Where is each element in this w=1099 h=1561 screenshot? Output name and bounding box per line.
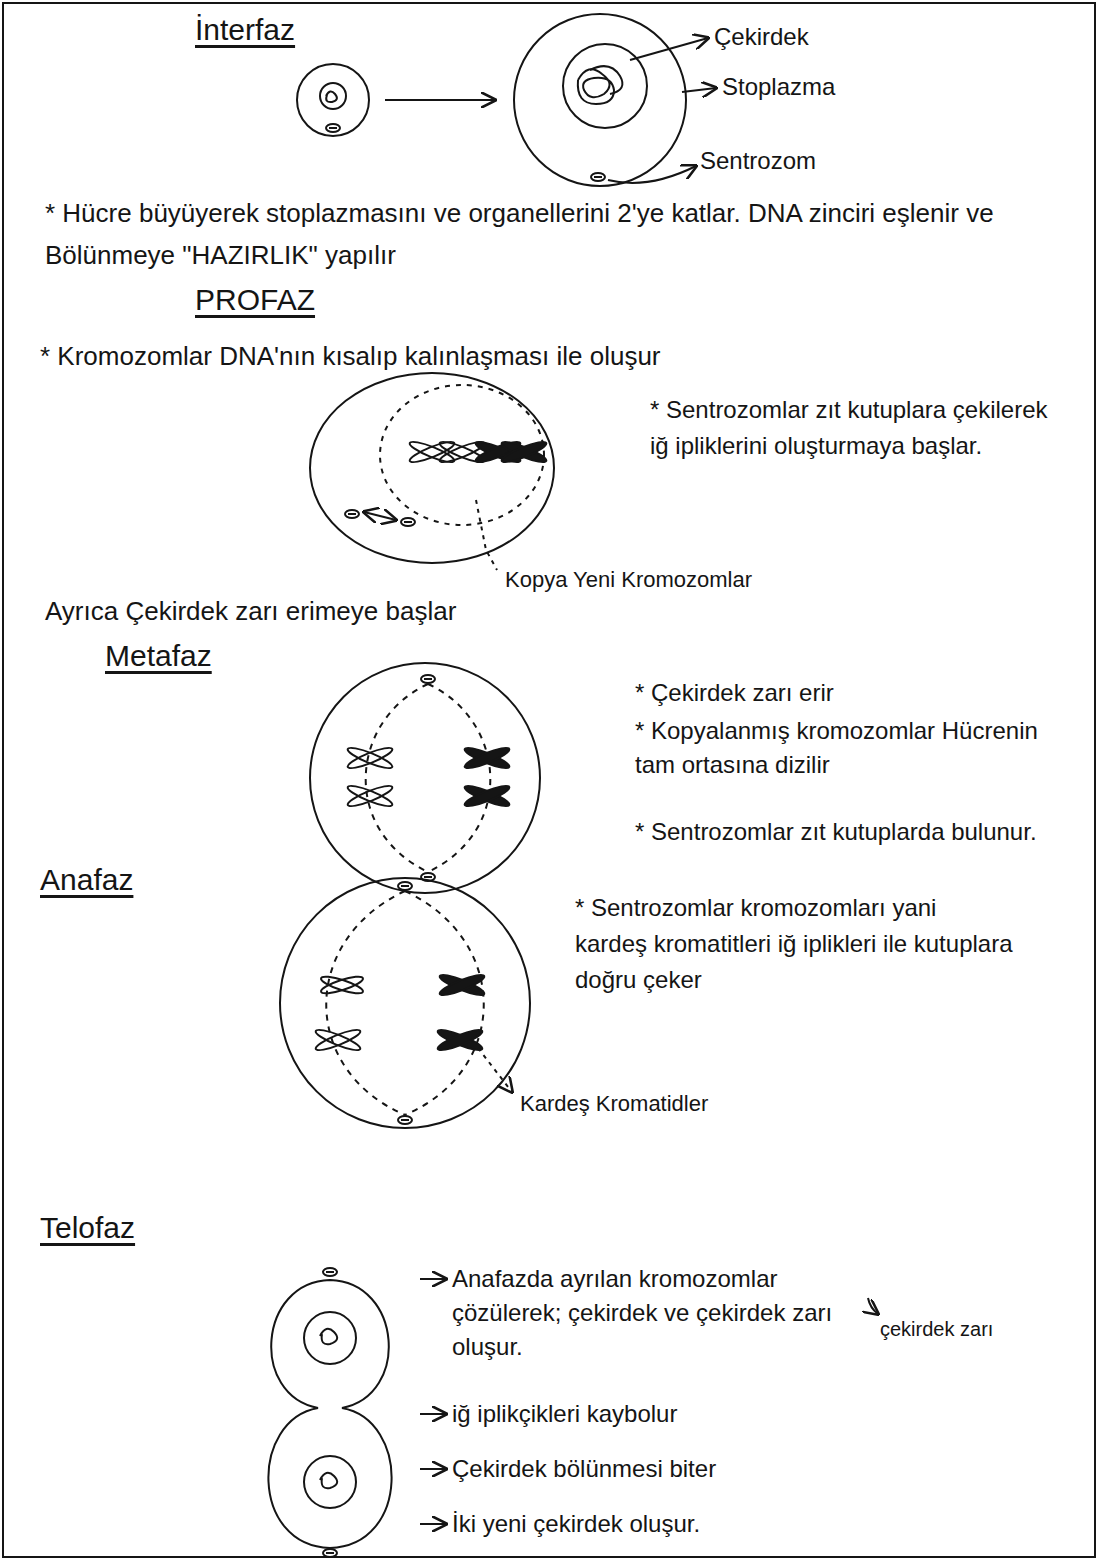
drawing-line [420,1523,446,1525]
drawing-use [591,173,605,181]
note-text: * Çekirdek zarı erir [635,676,834,710]
phase-heading: PROFAZ [195,280,315,320]
drawing-path [428,684,490,872]
note-text: * Hücre büyüyerek stoplazmasını ve organ… [45,192,1075,276]
drawing-use [438,971,486,998]
drawing-use [398,1116,412,1124]
drawing-circle [304,1456,356,1508]
note-text: * Sentrozomlar zıt kutuplarda bulunur. [635,815,1037,849]
drawing-use [398,882,412,890]
drawing-line [420,1468,446,1470]
drawing-line [630,38,708,60]
drawing-path [326,91,337,102]
part-label: çekirdek zarı [880,1316,993,1342]
note-text: Anafazda ayrılan kromozomlar çözülerek; … [452,1262,862,1364]
drawing-circle [320,83,346,109]
drawing-use [326,124,340,132]
drawing-path [405,891,484,1115]
part-label: Kardeş Kromatidler [520,1090,708,1118]
drawing-path [320,1329,337,1344]
drawing-path [608,166,696,183]
part-label: Sentrozom [700,146,816,176]
metaphase-cell [310,663,540,893]
drawing-use [323,1268,337,1276]
note-text: Çekirdek bölünmesi biter [452,1452,716,1486]
prophase-cell [310,373,554,570]
drawing-use [401,518,415,526]
drawing-circle [310,663,540,893]
note-text: * Sentrozomlar zıt kutuplara çekilerek i… [650,392,1050,464]
drawing-line [682,88,716,92]
note-text: İki yeni çekirdek oluşur. [452,1507,700,1541]
page-frame [3,3,1095,1557]
drawing-use [436,1026,484,1053]
drawing-path [590,66,622,94]
note-text: iğ iplikçikleri kaybolur [452,1397,677,1431]
drawing-circle [514,14,686,186]
drawing-circle [280,878,530,1128]
drawing-use [314,1026,362,1053]
phase-heading: Telofaz [40,1208,135,1248]
part-label: Kopya Yeni Kromozomlar [505,566,752,594]
drawing-line [364,512,396,520]
note-text: Ayrıca Çekirdek zarı erimeye başlar [45,594,456,628]
drawing-line [420,1413,446,1415]
drawing-use [463,744,511,771]
phase-heading: İnterfaz [195,10,295,50]
drawing-use [345,510,359,518]
anaphase-cell [280,878,530,1128]
note-text: * Kromozomlar DNA'nın kısalıp kalınlaşma… [40,338,661,374]
drawing-path [578,69,614,104]
drawing-path [366,684,428,872]
part-label: Stoplazma [722,72,835,102]
drawing-use [500,438,548,465]
phase-heading: Anafaz [40,860,133,900]
phase-heading: Metafaz [105,636,212,676]
note-text: * Kopyalanmış kromozomlar Hücrenin tam o… [635,714,1055,782]
drawing-path [268,1280,391,1548]
drawing-path [868,1298,878,1314]
drawing-circle [297,64,369,136]
drawing-path [320,1473,337,1488]
drawing-use [346,782,394,809]
drawing-line [420,1278,446,1280]
drawing-ellipse [310,373,554,563]
drawing-use [346,744,394,771]
drawing-use [421,675,435,683]
part-label: Çekirdek [714,22,809,52]
drawing-circle [563,44,647,128]
note-text: * Sentrozomlar kromozomları yani kardeş … [575,890,1015,998]
drawing-use [320,973,365,996]
drawing-circle [304,1312,356,1364]
drawing-use [463,782,511,809]
drawing-use [323,1549,337,1557]
drawing-path [476,500,497,570]
interphase-cells [297,14,716,186]
drawing-path [478,1048,512,1092]
drawing-line [385,99,495,101]
drawing-path [326,891,405,1115]
